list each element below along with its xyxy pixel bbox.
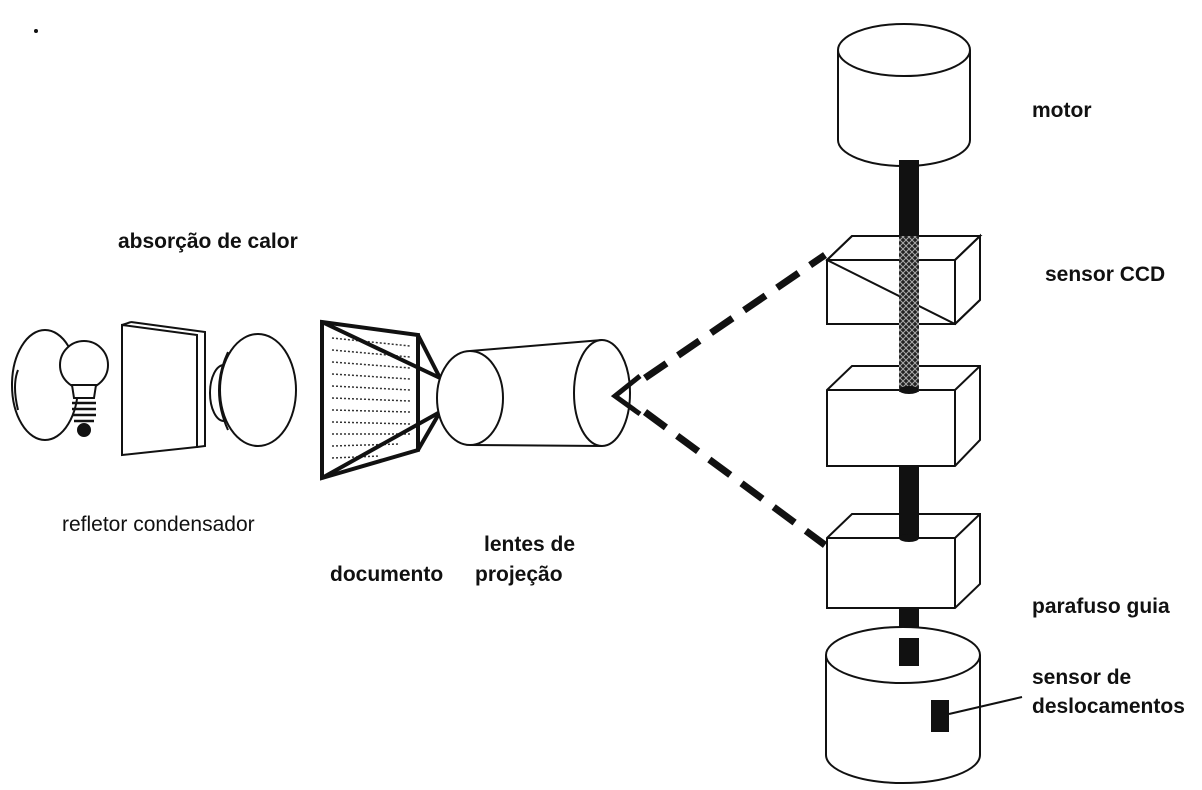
label-projection-lens-line1: lentes de [484, 533, 576, 556]
lamp-icon [11, 329, 109, 441]
label-motor: motor [1032, 99, 1092, 122]
carriage-block-lower [826, 513, 981, 609]
document-sheet [320, 319, 442, 481]
label-displacement-sensor-line1: sensor de [1032, 666, 1132, 689]
carriage-block-middle [826, 365, 981, 467]
label-sensor-ccd: sensor CCD [1045, 263, 1166, 286]
label-projection-lens-line2: projeção [475, 563, 563, 586]
ccd-sensor-block [825, 233, 983, 326]
label-reflector-condenser: refletor condensador [62, 513, 255, 536]
projection-lens [436, 339, 642, 447]
label-document: documento [330, 563, 444, 586]
label-lead-screw: parafuso guia [1032, 595, 1170, 618]
displacement-sensor-leader [948, 696, 1023, 715]
condenser-lens [209, 333, 297, 447]
motor [837, 23, 971, 167]
label-heat-absorption: absorção de calor [118, 230, 298, 253]
displacement-sensor-icon [931, 700, 949, 732]
heat-filter-plate [121, 321, 206, 457]
light-path [642, 252, 828, 548]
label-displacement-sensor-line2: deslocamentos [1032, 695, 1185, 718]
